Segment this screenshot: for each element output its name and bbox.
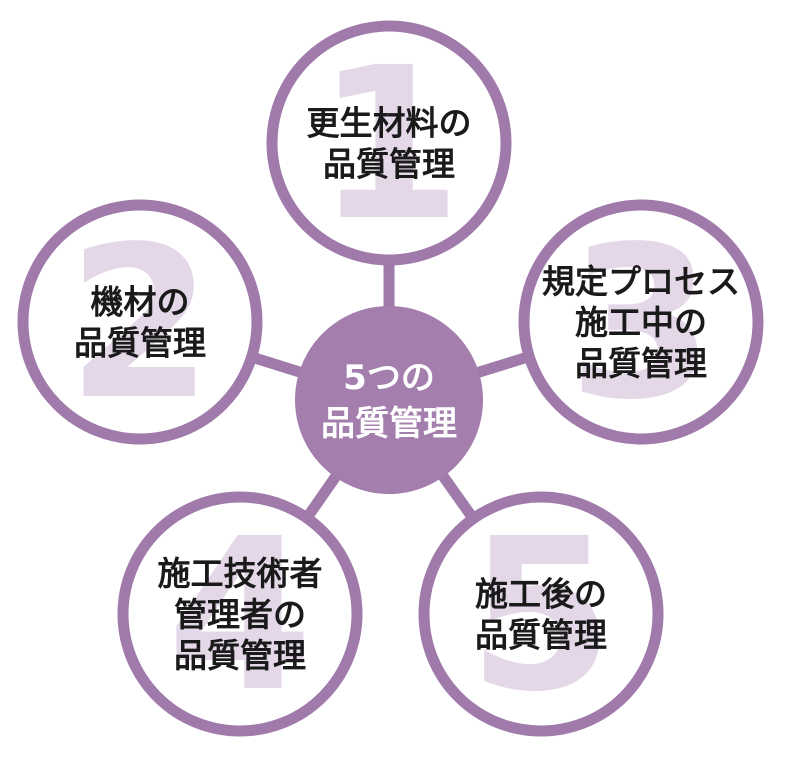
node-1-number: 1 (316, 22, 462, 267)
node-4-label-line-3: 品質管理 (174, 636, 306, 675)
node-3-label-line-1: 規定プロセス (542, 262, 740, 301)
node-1-label-line-1: 更生材料の (307, 104, 472, 143)
node-2-ring (17, 199, 263, 445)
node-3-ring (518, 199, 764, 445)
node-3-label-line-3: 品質管理 (575, 344, 707, 383)
node-5-ring (418, 491, 664, 737)
node-4-ring (117, 491, 363, 737)
hub-circle (295, 306, 483, 494)
node-4-label-line-1: 施工技術者 (158, 554, 323, 593)
node-5-label-line-2: 品質管理 (475, 616, 607, 655)
node-1-label-line-2: 品質管理 (323, 145, 455, 184)
node-3-number: 3 (568, 201, 714, 446)
node-3-label-line-2: 施工中の (575, 303, 707, 342)
hub-label-line-2: 品質管理 (321, 404, 457, 444)
node-5-number: 5 (468, 493, 614, 738)
node-1-ring (266, 20, 512, 266)
node-4-number: 4 (167, 493, 313, 738)
node-2-number: 2 (67, 201, 213, 446)
node-5-label-line-1: 施工後の (475, 575, 607, 614)
node-2-label-line-1: 機材の (91, 283, 190, 322)
node-4-label-line-2: 管理者の (174, 595, 306, 634)
node-2-label-line-2: 品質管理 (74, 324, 206, 363)
hub-label-line-1: 5つの (343, 358, 435, 398)
